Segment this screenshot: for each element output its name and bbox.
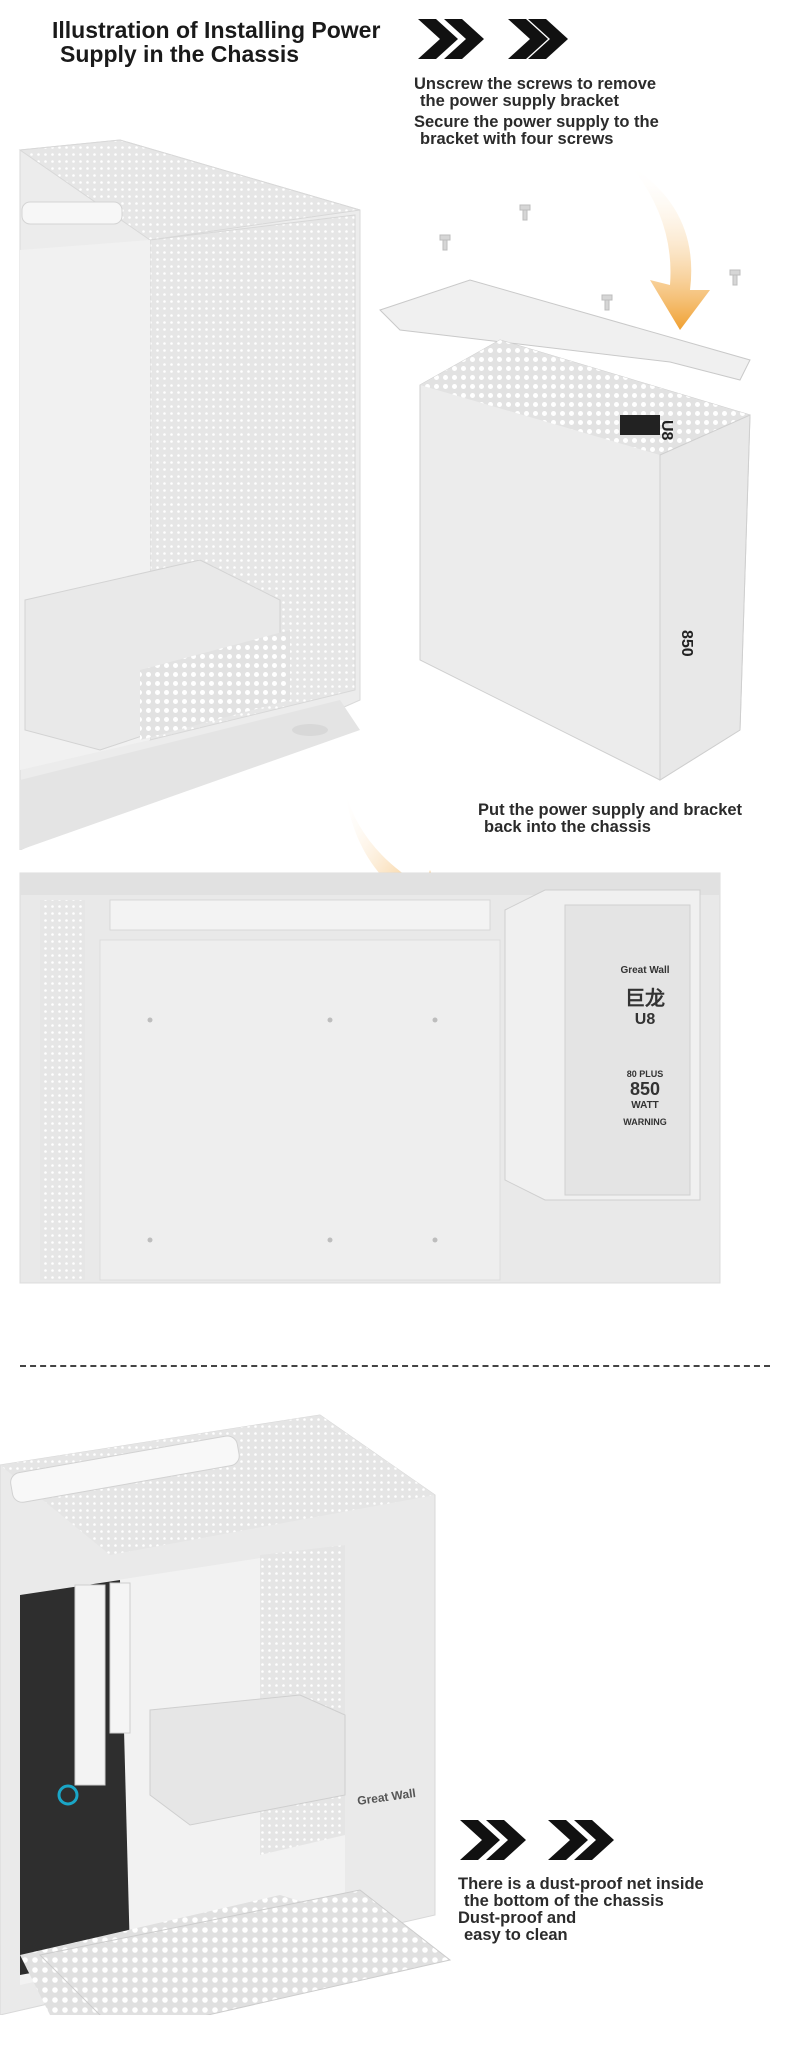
psu-efficiency: 80 PLUS <box>626 1069 664 1079</box>
chassis-closed <box>0 1414 452 2015</box>
screws <box>439 204 741 311</box>
caption-dust-net: There is a dust-proof net inside the bot… <box>458 1876 704 1910</box>
chassis-interior <box>19 872 721 1284</box>
psu-watt-unit: WATT <box>631 1100 659 1111</box>
caption-line: Secure the power supply to the <box>414 113 659 131</box>
page-title: Illustration of Installing Power Supply … <box>52 18 380 66</box>
caption-line: easy to clean <box>464 1926 568 1944</box>
illustration-step1 <box>18 139 751 850</box>
chevron-arrows-bottom <box>460 1815 620 1870</box>
caption-line: Unscrew the screws to remove <box>414 75 657 93</box>
psu-model: U8 <box>658 420 675 441</box>
psu-brand: Great Wall <box>620 965 670 976</box>
caption-line: bracket with four screws <box>420 130 614 148</box>
psu-watt-2: 850 <box>629 1079 661 1099</box>
chevron-arrows-top <box>418 14 568 69</box>
title-line-1: Illustration of Installing Power <box>52 17 381 43</box>
caption-line: back into the chassis <box>484 818 651 836</box>
caption-unscrew: Unscrew the screws to remove the power s… <box>414 76 656 110</box>
power-supply-unit <box>419 339 751 781</box>
psu-bracket <box>379 279 751 381</box>
caption-line: the bottom of the chassis <box>464 1892 664 1910</box>
caption-put-back: Put the power supply and bracket back in… <box>478 802 742 836</box>
illustration-step2 <box>19 790 721 1284</box>
psu-label-top: U8 <box>657 420 675 490</box>
psu-warning: WARNING <box>623 1117 667 1127</box>
chassis-open <box>18 139 361 850</box>
arrow-down-icon <box>630 165 710 330</box>
double-chevron-icon <box>460 1820 614 1860</box>
psu-model-2: U8 <box>634 1011 656 1028</box>
caption-line: There is a dust-proof net inside <box>458 1875 704 1893</box>
psu-watt: 850 <box>678 630 695 657</box>
caption-secure: Secure the power supply to the bracket w… <box>414 114 659 148</box>
section-divider <box>20 1365 770 1367</box>
caption-line: Dust-proof and <box>458 1909 577 1927</box>
caption-easy-clean: Dust-proof and easy to clean <box>458 1910 576 1944</box>
double-chevron-icon <box>418 19 568 59</box>
psu-logo: 巨龙 <box>625 988 665 1010</box>
caption-line: the power supply bracket <box>420 92 619 110</box>
psu-label-installed: Great Wall 巨龙 U8 80 PLUS 850 WATT WARNIN… <box>600 965 690 1127</box>
title-line-2: Supply in the Chassis <box>60 41 299 67</box>
illustration-step3 <box>0 1414 452 2015</box>
psu-watt-top: 850 <box>677 630 695 657</box>
caption-line: Put the power supply and bracket <box>478 801 743 819</box>
